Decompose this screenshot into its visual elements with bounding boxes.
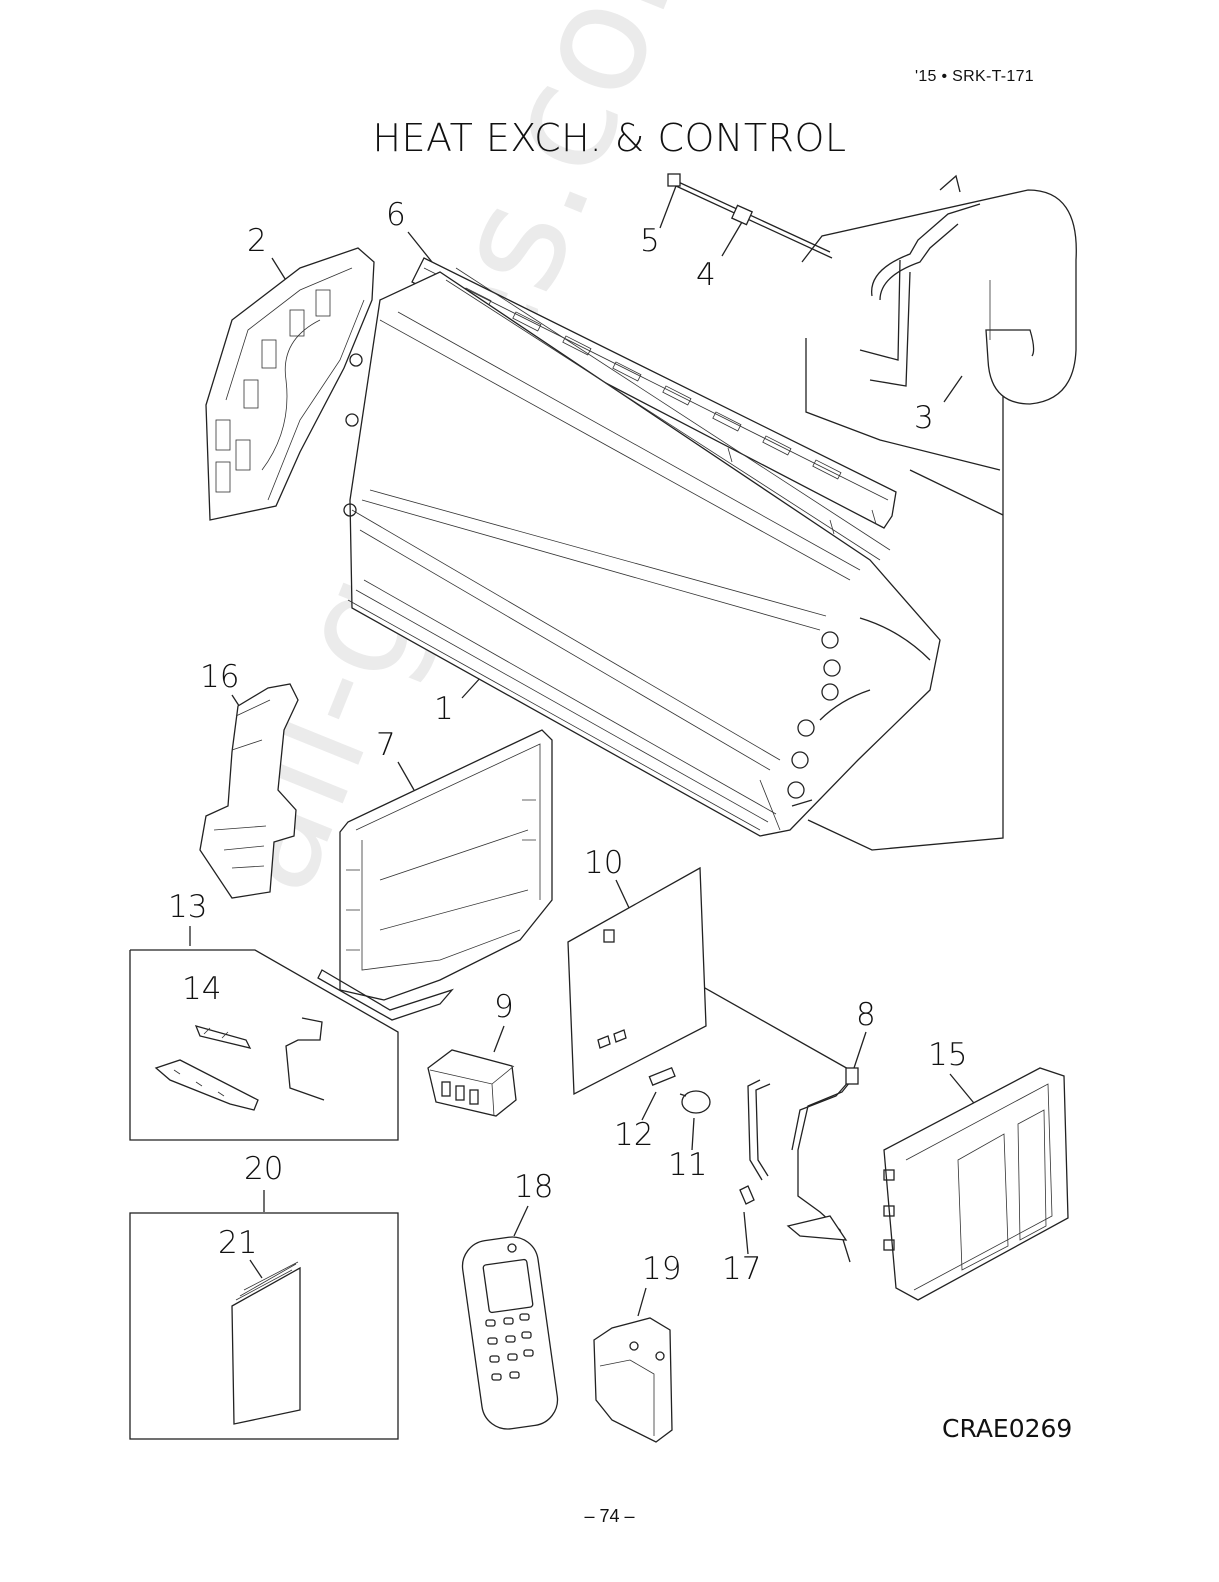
part-8-17-sensor-harness <box>740 1068 858 1262</box>
page-number: – 74 – <box>0 1506 1219 1527</box>
part-20-box <box>130 1213 398 1439</box>
callout-2: 2 <box>247 226 267 257</box>
callout-8: 8 <box>856 1000 876 1031</box>
callout-21: 21 <box>218 1228 257 1259</box>
part-3-piping <box>802 176 1076 404</box>
callout-5: 5 <box>640 226 660 257</box>
callout-10: 10 <box>584 848 623 879</box>
callout-18: 18 <box>514 1172 553 1203</box>
callout-12: 12 <box>614 1120 653 1151</box>
part-7-control-box <box>318 730 552 1020</box>
callout-15: 15 <box>928 1040 967 1071</box>
callout-3: 3 <box>914 403 934 434</box>
callout-13: 13 <box>168 892 207 923</box>
callout-11: 11 <box>668 1150 707 1181</box>
part-4-5-capillary <box>668 174 832 258</box>
callout-19: 19 <box>642 1254 681 1285</box>
part-2-side-bracket <box>206 248 374 520</box>
part-11-12-components <box>649 1068 710 1113</box>
part-15-cover <box>884 1068 1068 1300</box>
callout-7: 7 <box>376 730 396 761</box>
part-9-terminal-block <box>428 1050 516 1116</box>
callout-1: 1 <box>434 694 454 725</box>
callout-20: 20 <box>244 1154 283 1185</box>
callout-16: 16 <box>200 662 239 693</box>
callout-17: 17 <box>722 1254 761 1285</box>
drawing-code: CRAE0269 <box>942 1414 1072 1443</box>
part-1-heat-exchanger <box>344 268 940 836</box>
callout-4: 4 <box>696 260 716 291</box>
part-10-pcb <box>568 868 706 1094</box>
part-18-remote-control <box>459 1234 561 1433</box>
part-16-duct <box>200 684 298 898</box>
part-19-remote-holder <box>594 1318 672 1442</box>
callout-9: 9 <box>494 992 514 1023</box>
callout-6: 6 <box>386 200 406 231</box>
callout-14: 14 <box>182 974 221 1005</box>
